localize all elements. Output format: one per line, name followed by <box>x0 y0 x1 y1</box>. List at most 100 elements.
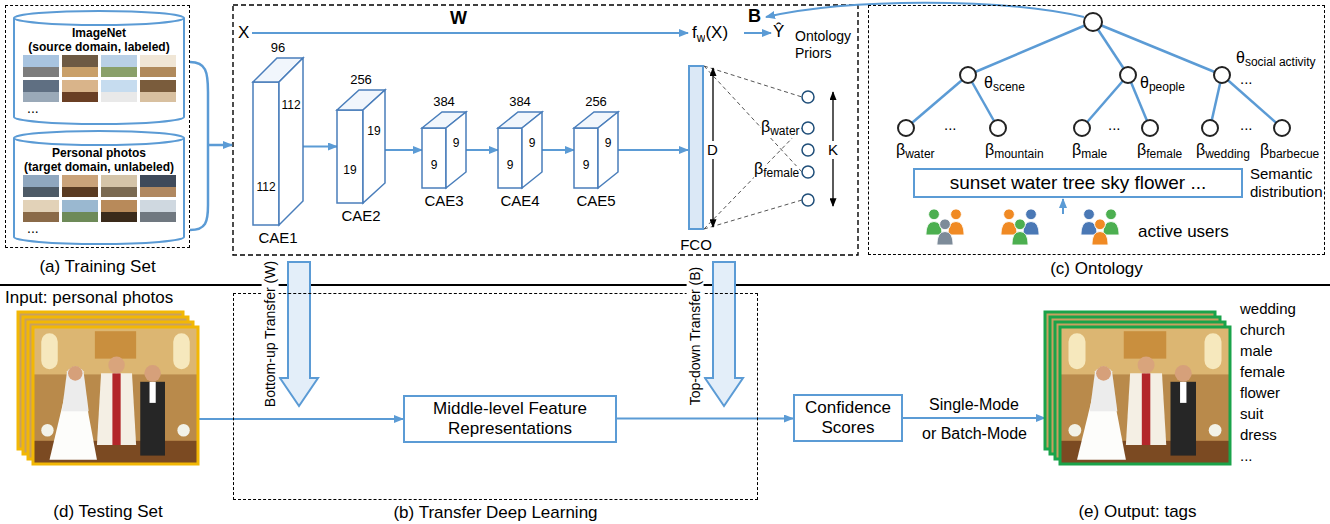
database-title: Personal photos <box>13 146 185 160</box>
map-size: 9 <box>574 158 598 172</box>
photo-thumbnail <box>140 187 176 197</box>
layer-block <box>253 58 303 225</box>
user-icon <box>1012 219 1028 245</box>
panel-caption: (c) Ontology <box>1050 259 1143 279</box>
box-text: sunset water tree sky flower ... <box>950 172 1207 194</box>
box-text: Middle-level Feature Representations <box>411 399 609 438</box>
subscript: water <box>905 147 934 161</box>
photo-thumbnail <box>62 212 98 222</box>
users-label: active users <box>1138 222 1229 242</box>
box-text: Confidence Scores <box>801 398 895 437</box>
concept-symbol: θ <box>1236 48 1245 67</box>
weight-symbol: W <box>450 8 467 30</box>
dense-connection <box>704 200 802 229</box>
concept-symbol: β <box>1072 140 1081 159</box>
subscript: mountain <box>994 147 1043 161</box>
subscript: scene <box>993 80 1025 94</box>
tree-branch <box>968 22 1093 75</box>
photo-thumbnail <box>101 80 137 102</box>
cae-layer: 96112112CAE1 <box>253 58 303 225</box>
block-front <box>498 128 522 188</box>
subscript: social activity <box>1245 55 1316 69</box>
connector-arrow <box>198 418 403 420</box>
channel-count: 256 <box>585 94 607 110</box>
dense-connection <box>704 128 802 229</box>
tree-leaf <box>898 120 914 136</box>
ellipsis: ... <box>1240 70 1253 88</box>
cylinder-body <box>14 138 184 244</box>
photo-thumbnail <box>23 200 59 222</box>
tree-branch <box>1082 75 1128 128</box>
tree-node <box>960 67 976 83</box>
connector-arrow <box>903 417 1045 419</box>
map-size: 9 <box>447 136 465 150</box>
cylinder-top <box>14 131 184 145</box>
layer-block <box>498 112 542 188</box>
tree-root <box>1084 13 1102 31</box>
photo-thumbnail <box>101 55 137 77</box>
concept-symbol: θ <box>984 73 993 92</box>
output-unit <box>802 194 814 206</box>
arrow-label: Ontology Priors <box>795 28 855 62</box>
subscript: barbecue <box>1269 147 1319 161</box>
block-side <box>598 112 618 188</box>
cae-layer: 2561919CAE2 <box>337 90 385 203</box>
tag-text: wedding <box>1240 300 1296 318</box>
mode-label: or Batch-Mode <box>922 424 1027 443</box>
channel-count: 384 <box>509 94 531 110</box>
concept-symbol: θ <box>1140 73 1149 92</box>
map-size: 9 <box>523 136 541 150</box>
separator-line <box>0 284 1330 286</box>
panel-caption: (a) Training Set <box>39 257 155 277</box>
connector-arrow <box>466 149 498 151</box>
connector-arrow <box>303 146 337 148</box>
output-unit <box>802 166 814 178</box>
block-front <box>337 110 363 203</box>
ellipsis: ... <box>27 100 39 117</box>
transfer-panel: (b) Transfer Deep LearningMiddle-level F… <box>233 293 758 500</box>
unit-symbol: β <box>761 117 770 136</box>
ellipsis: ... <box>1108 116 1121 134</box>
channel-count: 384 <box>433 94 455 110</box>
tree-leaf <box>990 120 1006 136</box>
photo-thumbnail <box>62 92 98 102</box>
map-size: 19 <box>337 163 363 177</box>
subscript: female <box>763 166 799 180</box>
semantic-distribution-box: sunset water tree sky flower ... <box>913 168 1243 198</box>
cae-layer: 25699CAE5 <box>574 112 618 188</box>
photo-thumbnail <box>140 212 176 222</box>
photo-thumbnail <box>101 200 137 222</box>
tree-leaf <box>1274 120 1290 136</box>
layer-block <box>574 112 618 188</box>
ontology-panel: (c) Ontologysunset water tree sky flower… <box>868 5 1325 255</box>
function-argument: (X) <box>705 23 728 43</box>
feature-box: Middle-level Feature Representations <box>403 395 617 443</box>
connector-arrow <box>385 149 422 151</box>
concept-symbol: β <box>985 140 994 159</box>
mapping-arrow <box>252 32 688 34</box>
fully-connected-layer: FCO <box>688 65 704 230</box>
photo-thumbnail <box>62 200 98 222</box>
map-size: 9 <box>422 158 446 172</box>
tag-text: flower <box>1240 384 1280 402</box>
connector-arrow <box>542 149 574 151</box>
tree-leaf <box>1074 120 1090 136</box>
photo-image <box>1060 327 1230 464</box>
layer-name: CAE4 <box>500 192 539 210</box>
database-title: ImageNet <box>13 26 185 40</box>
panel-caption: (e) Output: tags <box>1078 502 1196 522</box>
subscript: male <box>1081 147 1107 161</box>
section-label: Input: personal photos <box>5 288 173 308</box>
photo-thumbnail <box>62 187 98 197</box>
layer-block <box>337 90 385 203</box>
map-size: 9 <box>498 158 522 172</box>
tag-text: suit <box>1240 405 1263 423</box>
photo-thumbnail <box>140 92 176 102</box>
output-unit <box>802 91 814 103</box>
photo-stack <box>1045 312 1230 464</box>
subscript: female <box>1146 147 1182 161</box>
network-panel <box>233 5 858 255</box>
map-size: 112 <box>280 98 302 112</box>
cae-layer: 38499CAE3 <box>422 112 466 188</box>
transfer-arrow <box>280 262 318 406</box>
